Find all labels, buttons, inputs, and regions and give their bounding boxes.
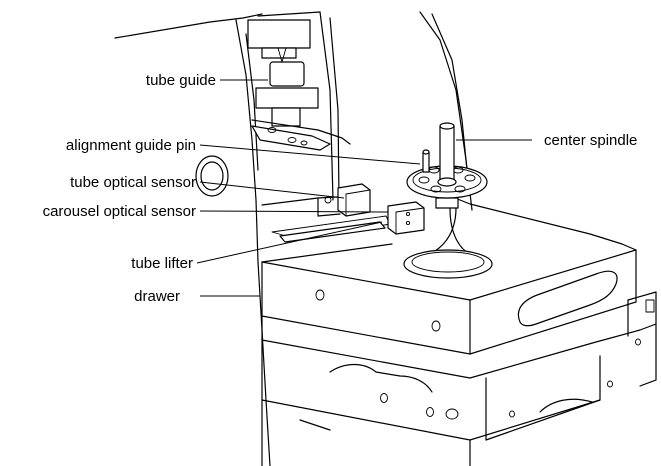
callout-leaders — [196, 79, 532, 297]
tube-guide-assembly — [247, 19, 351, 151]
label-carousel-optical-sensor: carousel optical sensor — [43, 203, 196, 220]
carousel-optical-sensor-block — [387, 201, 425, 235]
label-tube-guide: tube guide — [146, 72, 216, 89]
side-porthole — [195, 155, 229, 197]
center-spindle — [437, 122, 457, 187]
label-tube-lifter: tube lifter — [131, 255, 193, 272]
label-drawer: drawer — [134, 288, 180, 305]
label-alignment-guide-pin: alignment guide pin — [66, 137, 196, 154]
drawer-front — [261, 249, 637, 355]
label-center-spindle: center spindle — [544, 132, 637, 149]
label-tube-optical-sensor: tube optical sensor — [70, 174, 196, 191]
tube-optical-sensor-block — [337, 183, 371, 217]
lower-chassis — [261, 291, 657, 466]
instrument-housing — [114, 11, 473, 466]
